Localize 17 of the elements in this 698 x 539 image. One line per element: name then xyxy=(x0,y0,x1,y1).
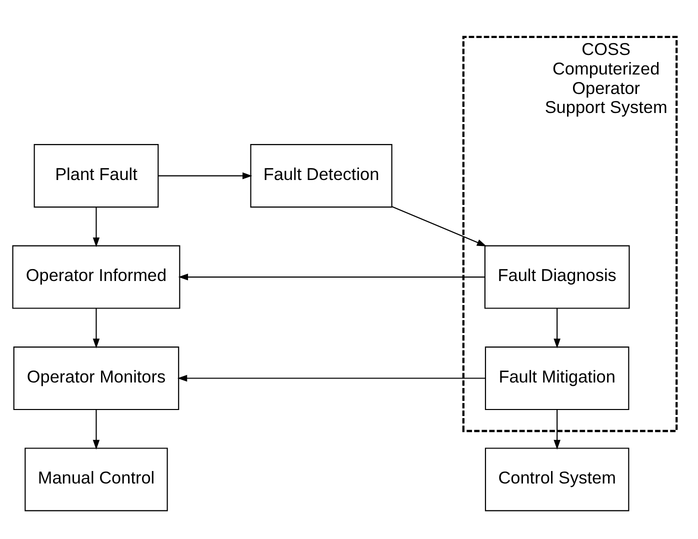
arrow xyxy=(178,274,485,280)
node-box: Operator Monitors xyxy=(13,346,180,410)
node-box: Fault Diagnosis xyxy=(484,245,630,309)
arrow xyxy=(554,410,560,450)
node-box: Plant Fault xyxy=(34,144,159,208)
arrow xyxy=(554,308,560,348)
node-box: Manual Control xyxy=(24,448,168,512)
node-box: Control System xyxy=(484,448,630,512)
arrow xyxy=(392,206,487,246)
node-box: Fault Mitigation xyxy=(484,346,630,410)
arrow xyxy=(177,374,486,382)
arrow xyxy=(92,410,100,450)
arrow xyxy=(158,172,252,180)
arrow xyxy=(92,308,100,348)
arrow xyxy=(92,207,100,248)
node-box: Fault Detection xyxy=(250,144,392,208)
node-box: Operator Informed xyxy=(12,245,180,309)
